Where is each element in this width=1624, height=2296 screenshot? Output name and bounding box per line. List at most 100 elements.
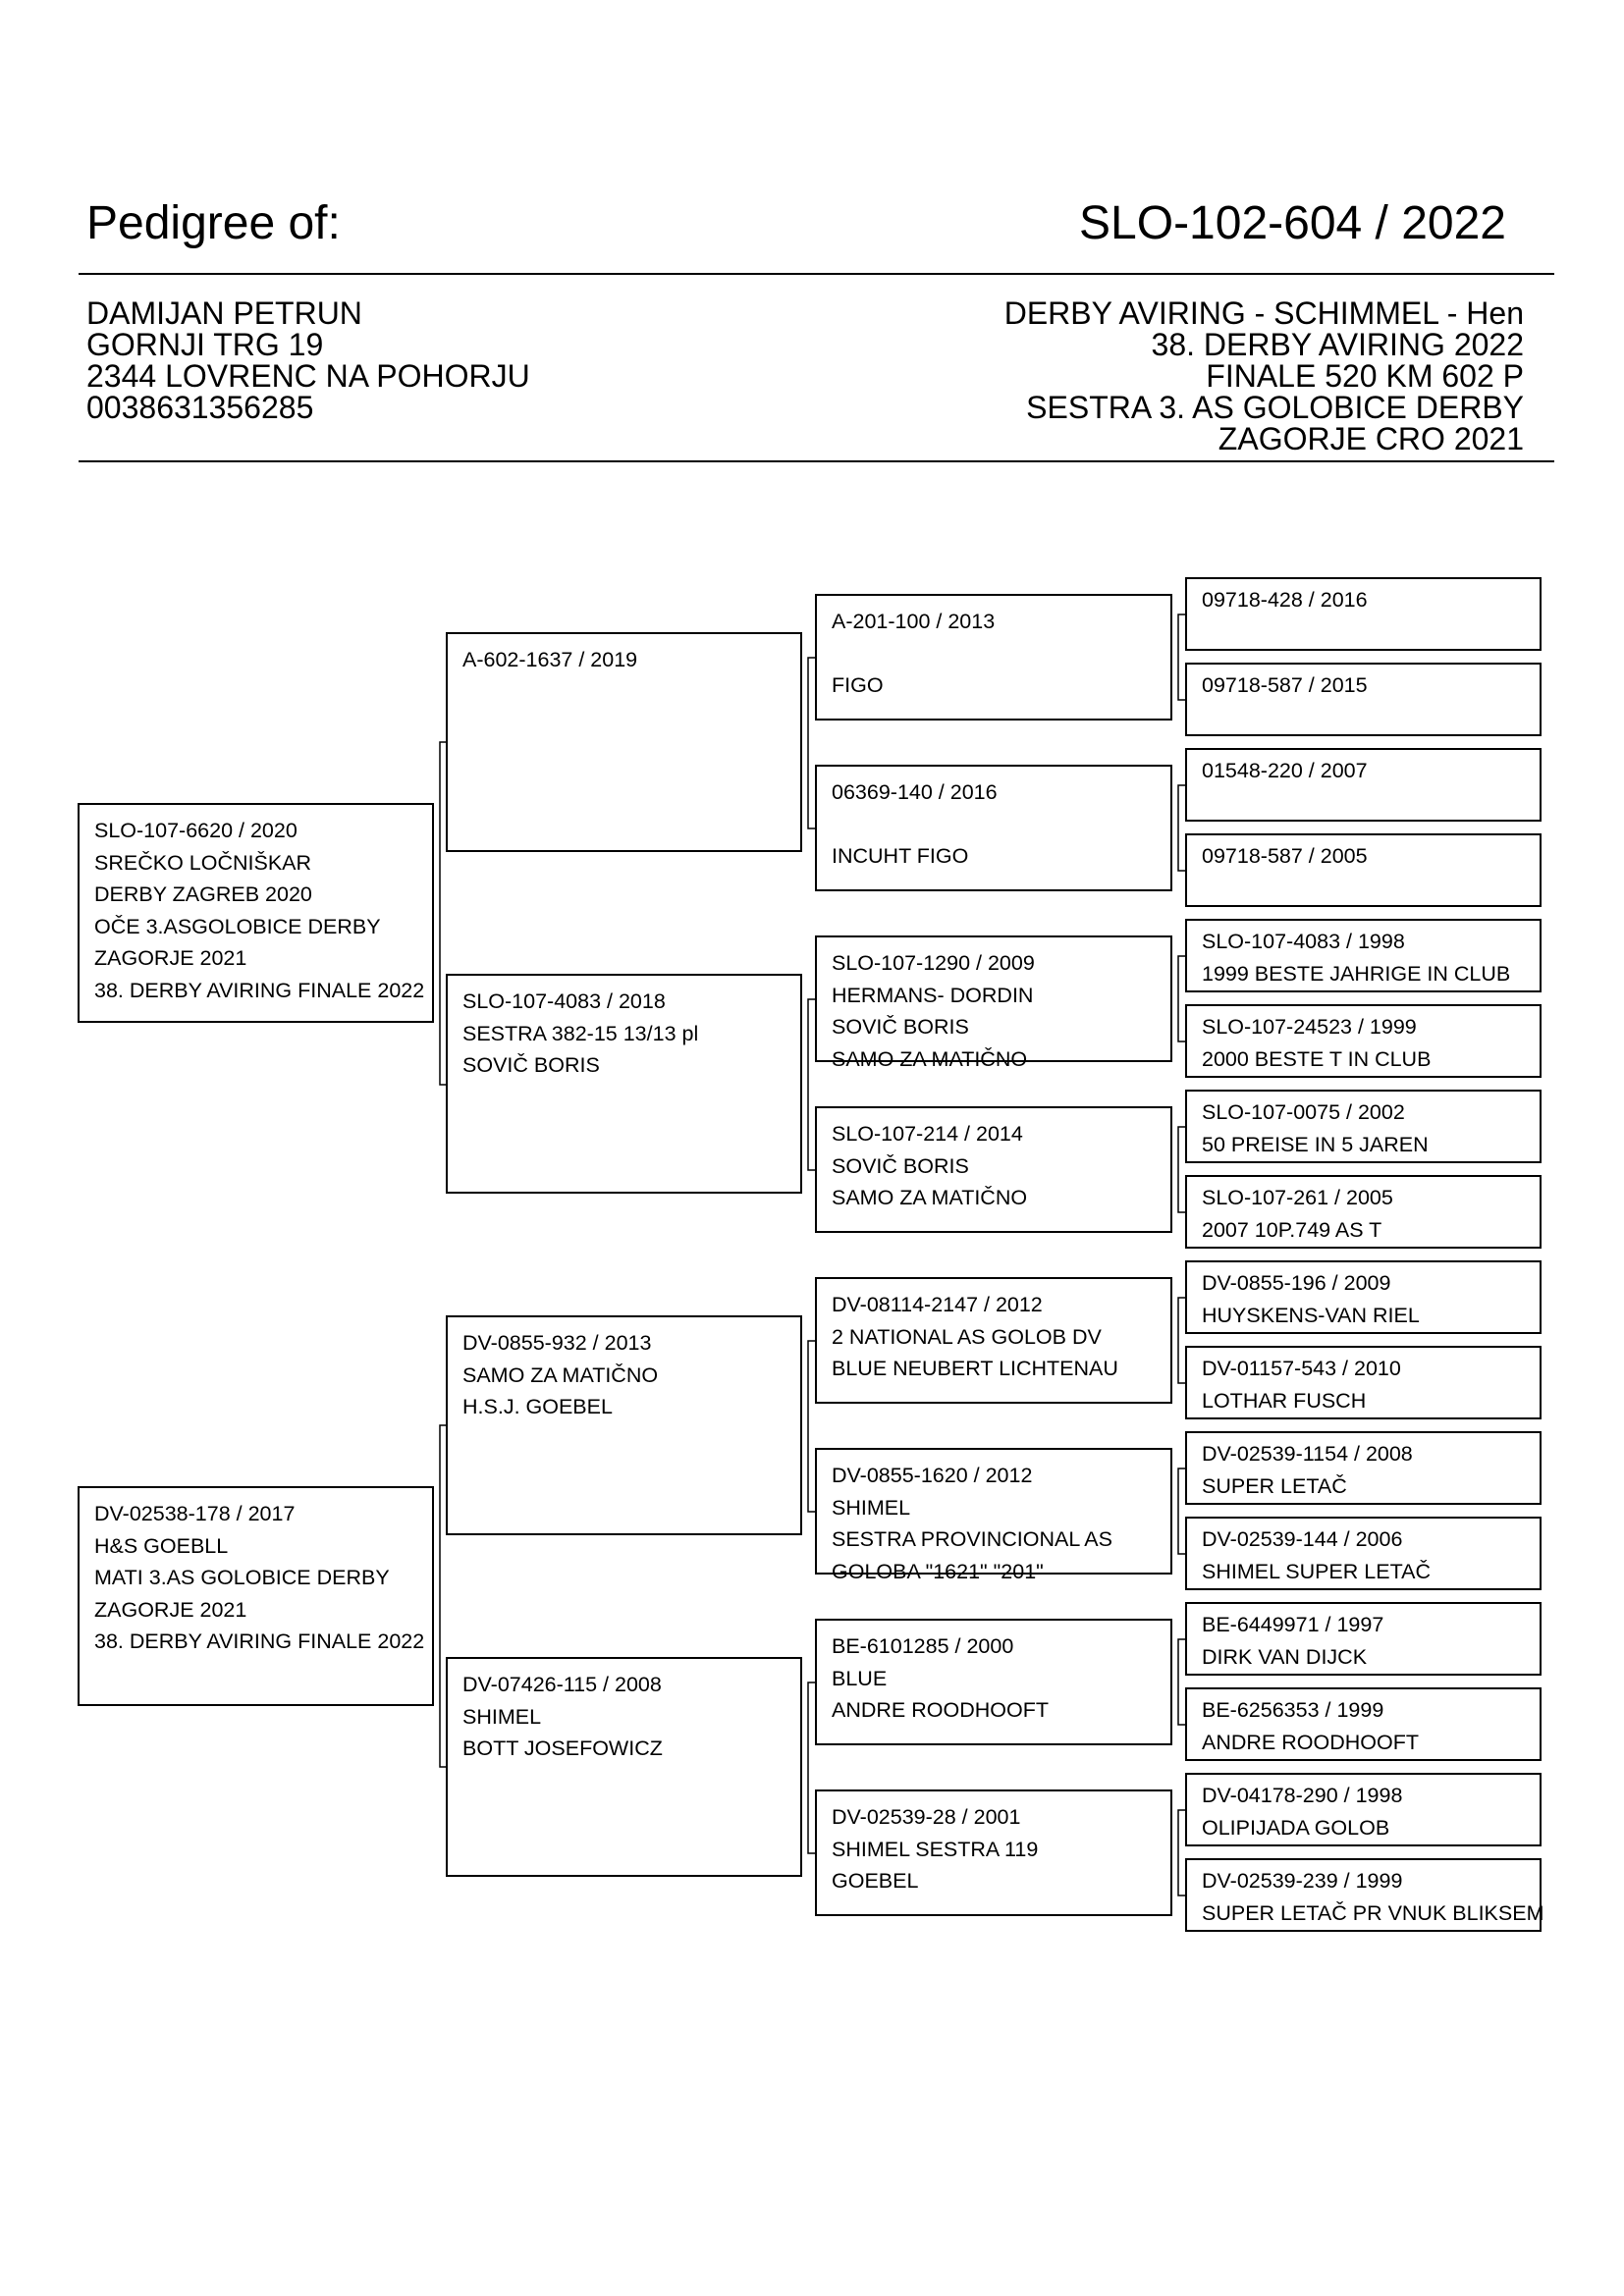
- gen4-box-14[interactable]: BE-6256353 / 1999 ANDRE ROODHOOFT: [1185, 1687, 1542, 1761]
- gen4-box-8[interactable]: SLO-107-261 / 2005 2007 10P.749 AS T: [1185, 1175, 1542, 1249]
- pedigree-line: SAMO ZA MATIČNO: [462, 1362, 659, 1387]
- gen3-box-1[interactable]: A-201-100 / 2013 FIGO: [815, 594, 1172, 721]
- gen3-box-2[interactable]: 06369-140 / 2016 INCUHT FIGO: [815, 765, 1172, 891]
- ring-number: 09718-587 / 2015: [1202, 673, 1368, 697]
- gen4-box-7[interactable]: SLO-107-0075 / 2002 50 PREISE IN 5 JAREN: [1185, 1090, 1542, 1163]
- dam-box[interactable]: DV-02538-178 / 2017 H&S GOEBLL MATI 3.AS…: [78, 1486, 434, 1706]
- pedigree-line: SOVIČ BORIS: [462, 1053, 600, 1077]
- grandsire-dam-box[interactable]: DV-0855-932 / 2013 SAMO ZA MATIČNO H.S.J…: [446, 1315, 802, 1535]
- ring-number: 09718-587 / 2005: [1202, 844, 1368, 868]
- pedigree-line: GOEBEL: [832, 1869, 919, 1893]
- pedigree-line: 1999 BESTE JAHRIGE IN CLUB: [1202, 961, 1511, 986]
- gen3-box-7[interactable]: BE-6101285 / 2000 BLUE ANDRE ROODHOOFT: [815, 1619, 1172, 1745]
- pedigree-line: OLIPIJADA GOLOB: [1202, 1815, 1390, 1840]
- pedigree-line: ANDRE ROODHOOFT: [1202, 1730, 1419, 1754]
- pedigree-line: HERMANS- DORDIN: [832, 983, 1034, 1007]
- ring-number: SLO-107-1290 / 2009: [832, 951, 1035, 975]
- gen4-box-9[interactable]: DV-0855-196 / 2009 HUYSKENS-VAN RIEL: [1185, 1260, 1542, 1334]
- ring-number: DV-0855-932 / 2013: [462, 1331, 652, 1355]
- owner-city: 2344 LOVRENC NA POHORJU: [86, 358, 530, 394]
- ring-number: BE-6256353 / 1999: [1202, 1698, 1384, 1722]
- ring-number: DV-02539-28 / 2001: [832, 1805, 1021, 1829]
- gen4-box-3[interactable]: 01548-220 / 2007: [1185, 748, 1542, 822]
- ring-number: BE-6101285 / 2000: [832, 1634, 1014, 1658]
- pedigree-line: SHIMEL: [462, 1704, 542, 1729]
- ring-number: DV-02539-144 / 2006: [1202, 1527, 1403, 1551]
- ring-number: A-201-100 / 2013: [832, 610, 996, 633]
- gen4-box-1[interactable]: 09718-428 / 2016: [1185, 577, 1542, 651]
- owner-street: GORNJI TRG 19: [86, 327, 324, 362]
- pedigree-line: SOVIČ BORIS: [832, 1153, 969, 1178]
- pedigree-line: DIRK VAN DIJCK: [1202, 1644, 1368, 1669]
- gen3-box-6[interactable]: DV-0855-1620 / 2012 SHIMEL SESTRA PROVIN…: [815, 1448, 1172, 1583]
- ring-number: SLO-107-4083 / 1998: [1202, 930, 1405, 953]
- sire-box[interactable]: SLO-107-6620 / 2020 SREČKO LOČNIŠKAR DER…: [78, 803, 434, 1023]
- sire-line: OČE 3.ASGOLOBICE DERBY: [94, 914, 381, 938]
- dam-line: MATI 3.AS GOLOBICE DERBY: [94, 1566, 390, 1589]
- pedigree-line: FIGO: [832, 673, 884, 697]
- gen3-box-8[interactable]: DV-02539-28 / 2001 SHIMEL SESTRA 119 GOE…: [815, 1789, 1172, 1916]
- gen4-box-12[interactable]: DV-02539-144 / 2006 SHIMEL SUPER LETAČ: [1185, 1517, 1542, 1590]
- gen3-box-3[interactable]: SLO-107-1290 / 2009 HERMANS- DORDIN SOVI…: [815, 935, 1172, 1071]
- gen4-box-2[interactable]: 09718-587 / 2015: [1185, 663, 1542, 736]
- pedigree-line: H.S.J. GOEBEL: [462, 1395, 613, 1418]
- pedigree-line: SUPER LETAČ PR VNUK BLIKSEM: [1202, 1900, 1544, 1925]
- owner-name: DAMIJAN PETRUN: [86, 295, 362, 331]
- ring-number: 01548-220 / 2007: [1202, 759, 1368, 782]
- pedigree-line: SHIMEL SUPER LETAČ: [1202, 1559, 1431, 1583]
- pedigree-line: SOVIČ BORIS: [832, 1015, 969, 1039]
- bird-info: DERBY AVIRING - SCHIMMEL - Hen 38. DERBY…: [1004, 297, 1524, 454]
- info-divider: [79, 460, 1554, 462]
- pedigree-line: BOTT JOSEFOWICZ: [462, 1736, 663, 1760]
- granddam-dam-box[interactable]: DV-07426-115 / 2008 SHIMEL BOTT JOSEFOWI…: [446, 1657, 802, 1877]
- gen3-box-5[interactable]: DV-08114-2147 / 2012 2 NATIONAL AS GOLOB…: [815, 1277, 1172, 1404]
- ring-number: DV-0855-1620 / 2012: [832, 1464, 1033, 1487]
- ring-number: 09718-428 / 2016: [1202, 588, 1368, 612]
- pedigree-line: SAMO ZA MATIČNO: [832, 1046, 1028, 1071]
- grandsire-sire-box[interactable]: A-602-1637 / 2019: [446, 632, 802, 852]
- dam-ring: DV-02538-178 / 2017: [94, 1502, 296, 1525]
- ring-number: SLO-107-0075 / 2002: [1202, 1100, 1405, 1124]
- pedigree-line: BLUE NEUBERT LICHTENAU: [832, 1357, 1118, 1380]
- sire-line: SREČKO LOČNIŠKAR: [94, 850, 312, 875]
- bird-line: ZAGORJE CRO 2021: [1218, 421, 1524, 456]
- pedigree-line: [832, 638, 1156, 670]
- gen4-box-5[interactable]: SLO-107-4083 / 1998 1999 BESTE JAHRIGE I…: [1185, 919, 1542, 992]
- bird-line: SESTRA 3. AS GOLOBICE DERBY: [1026, 390, 1524, 425]
- sire-line: 38. DERBY AVIRING FINALE 2022: [94, 978, 425, 1002]
- granddam-sire-box[interactable]: SLO-107-4083 / 2018 SESTRA 382-15 13/13 …: [446, 974, 802, 1194]
- ring-number: A-602-1637 / 2019: [462, 648, 638, 671]
- ring-number: SLO-102-604 / 2022: [1079, 197, 1506, 249]
- pedigree-line: SHIMEL: [832, 1495, 911, 1520]
- gen4-box-13[interactable]: BE-6449971 / 1997 DIRK VAN DIJCK: [1185, 1602, 1542, 1676]
- bird-line: FINALE 520 KM 602 P: [1206, 358, 1524, 394]
- bird-line: 38. DERBY AVIRING 2022: [1151, 327, 1524, 362]
- pedigree-line: INCUHT FIGO: [832, 844, 969, 868]
- page-title: Pedigree of:: [86, 197, 341, 249]
- ring-number: SLO-107-261 / 2005: [1202, 1186, 1393, 1209]
- ring-number: SLO-107-214 / 2014: [832, 1122, 1023, 1146]
- ring-number: DV-02539-1154 / 2008: [1202, 1442, 1413, 1466]
- gen4-box-10[interactable]: DV-01157-543 / 2010 LOTHAR FUSCH: [1185, 1346, 1542, 1419]
- gen3-box-4[interactable]: SLO-107-214 / 2014 SOVIČ BORIS SAMO ZA M…: [815, 1106, 1172, 1233]
- ring-number: DV-04178-290 / 1998: [1202, 1784, 1403, 1807]
- gen4-box-6[interactable]: SLO-107-24523 / 1999 2000 BESTE T IN CLU…: [1185, 1004, 1542, 1078]
- header-divider: [79, 273, 1554, 275]
- gen4-box-15[interactable]: DV-04178-290 / 1998 OLIPIJADA GOLOB: [1185, 1773, 1542, 1846]
- ring-number: DV-02539-239 / 1999: [1202, 1869, 1403, 1893]
- pedigree-line: 2007 10P.749 AS T: [1202, 1217, 1382, 1242]
- gen4-box-4[interactable]: 09718-587 / 2005: [1185, 833, 1542, 907]
- ring-number: BE-6449971 / 1997: [1202, 1613, 1384, 1636]
- pedigree-line: ANDRE ROODHOOFT: [832, 1698, 1049, 1722]
- pedigree-line: SESTRA 382-15 13/13 pl: [462, 1021, 699, 1045]
- sire-line: ZAGORJE 2021: [94, 946, 247, 970]
- ring-number: SLO-107-24523 / 1999: [1202, 1015, 1417, 1039]
- ring-number: 06369-140 / 2016: [832, 780, 998, 804]
- owner-info: DAMIJAN PETRUN GORNJI TRG 19 2344 LOVREN…: [86, 297, 530, 423]
- gen4-box-11[interactable]: DV-02539-1154 / 2008 SUPER LETAČ: [1185, 1431, 1542, 1505]
- pedigree-line: GOLOBA "1621" "201": [832, 1559, 1044, 1583]
- gen4-box-16[interactable]: DV-02539-239 / 1999 SUPER LETAČ PR VNUK …: [1185, 1858, 1544, 1932]
- pedigree-line: LOTHAR FUSCH: [1202, 1388, 1367, 1413]
- ring-number: DV-0855-196 / 2009: [1202, 1271, 1391, 1295]
